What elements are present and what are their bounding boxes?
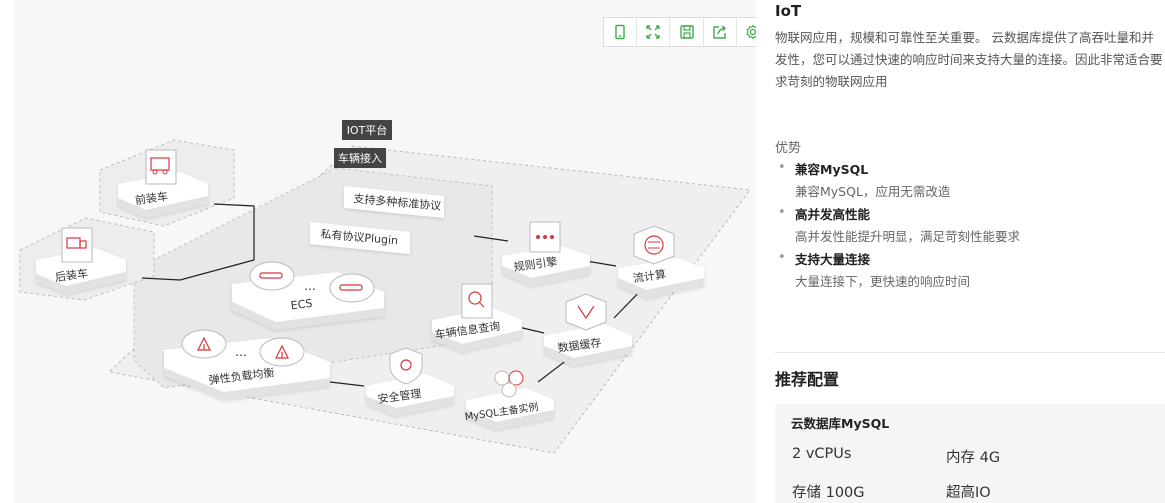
architecture-diagram-panel: IOT平台 车辆接入 支持多种标准协议 私有协议Plugin ... ECS (14, 0, 756, 503)
spec-cpu: 2 vCPUs (792, 446, 852, 462)
security-label: 安全管理 (377, 386, 423, 406)
advantages-list: • 兼容MySQL 兼容MySQL，应用无需改造 • 高并发高性能 高并发性能提… (775, 159, 1155, 294)
recommended-config-card[interactable]: 云数据库MySQL 2 vCPUs 内存 4G 存储 100G 超高IO (775, 404, 1165, 503)
save-icon (679, 25, 694, 39)
phone-icon (615, 24, 625, 40)
ecs-cloud-icon (249, 261, 375, 303)
shield-icon (389, 347, 423, 385)
rule-engine-icon (529, 221, 561, 253)
solution-description: 物联网应用，规模和可靠性至关重要。 云数据库提供了高吞吐量和并发性，您可以通过快… (775, 30, 1163, 89)
list-item: • 支持大量连接 大量连接下，更快速的响应时间 (775, 249, 1155, 293)
share-button[interactable] (704, 18, 737, 46)
rear-vehicle-label: 后装车 (54, 266, 89, 284)
diagram-toolbar (603, 17, 756, 47)
advantage-title: 高并发高性能 (795, 207, 871, 222)
recommended-config-title: 推荐配置 (775, 370, 840, 389)
plugin-label: 私有协议Plugin (320, 227, 399, 248)
advantages-heading: 优势 (775, 141, 802, 156)
advantage-desc: 大量连接下，更快速的响应时间 (795, 274, 971, 289)
solution-title: IoT (775, 2, 802, 20)
gear-icon (746, 24, 756, 40)
save-button[interactable] (670, 18, 704, 46)
database-cluster-icon (494, 370, 524, 398)
slb-cloud-icon (181, 329, 305, 367)
ecs-dots: ... (304, 279, 315, 293)
data-cache-label: 数据缓存 (557, 335, 603, 355)
advantage-title: 兼容MySQL (795, 162, 869, 177)
bullet-icon: • (778, 205, 786, 220)
advantage-desc: 兼容MySQL，应用无需改造 (795, 184, 951, 199)
spec-memory: 内存 4G (946, 450, 1001, 466)
share-icon (713, 25, 726, 39)
data-cache-icon (565, 293, 607, 331)
slb-dots: ... (235, 345, 246, 359)
front-vehicle-label: 前装车 (134, 189, 169, 207)
stream-compute-label: 流计算 (632, 267, 667, 285)
product-name: 云数据库MySQL (791, 416, 890, 431)
stream-compute-icon (633, 225, 675, 265)
iot-platform-label: IOT平台 (347, 123, 388, 137)
spec-io: 超高IO (946, 485, 991, 501)
advantage-desc: 高并发性能提升明显，满足苛刻性能要求 (795, 229, 1021, 244)
vehicle-access-label: 车辆接入 (338, 151, 382, 165)
front-vehicle-icon (145, 149, 177, 185)
bullet-icon: • (778, 160, 786, 175)
mobile-view-button[interactable] (604, 18, 638, 46)
section-divider (775, 352, 1165, 353)
search-icon (461, 283, 493, 319)
list-item: • 兼容MySQL 兼容MySQL，应用无需改造 (775, 159, 1155, 203)
bullet-icon: • (778, 250, 786, 265)
advantage-title: 支持大量连接 (795, 252, 871, 267)
fullscreen-button[interactable] (637, 18, 671, 46)
iot-architecture-diagram: IOT平台 车辆接入 支持多种标准协议 私有协议Plugin ... ECS (19, 120, 751, 454)
spec-storage: 存储 100G (792, 485, 865, 501)
ecs-label: ECS (290, 297, 313, 313)
rear-vehicle-icon (61, 227, 93, 263)
list-item: • 高并发高性能 高并发性能提升明显，满足苛刻性能要求 (775, 204, 1155, 248)
rule-engine-label: 规则引擎 (513, 254, 559, 274)
fullscreen-icon (646, 25, 660, 39)
settings-button[interactable] (737, 18, 756, 46)
